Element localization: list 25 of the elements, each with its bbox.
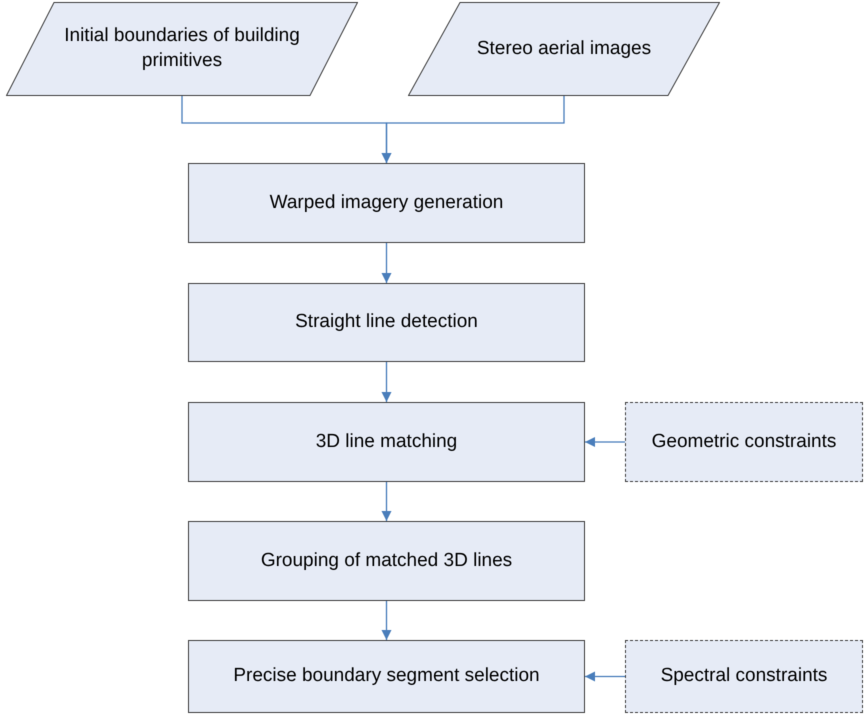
node-label: Warped imagery generation (270, 190, 504, 215)
node-label: Precise boundary segment selection (233, 664, 540, 688)
process-box (188, 640, 585, 713)
node-label: Geometric constraints (652, 430, 836, 454)
input-parallelogram (408, 2, 720, 96)
process-box (188, 283, 585, 362)
node-label: 3D line matching (316, 430, 458, 454)
node-label: Spectral constraints (660, 664, 828, 688)
node-label: Grouping of matched 3D lines (260, 548, 512, 573)
constraint-box (625, 640, 863, 713)
arrow (382, 362, 392, 402)
arrow (585, 672, 625, 682)
constraint-box (625, 402, 863, 482)
arrow (382, 96, 565, 163)
process-box (188, 521, 585, 601)
node-label: Initial boundaries of building primitives (63, 24, 301, 73)
node-label: Straight line detection (295, 310, 478, 334)
process-box (188, 402, 585, 482)
process-box (188, 163, 585, 243)
arrow (382, 482, 392, 521)
input-parallelogram (6, 2, 358, 96)
arrow (585, 437, 625, 447)
arrow (382, 243, 392, 283)
node-label: Stereo aerial images (476, 36, 652, 61)
arrow (382, 601, 392, 640)
